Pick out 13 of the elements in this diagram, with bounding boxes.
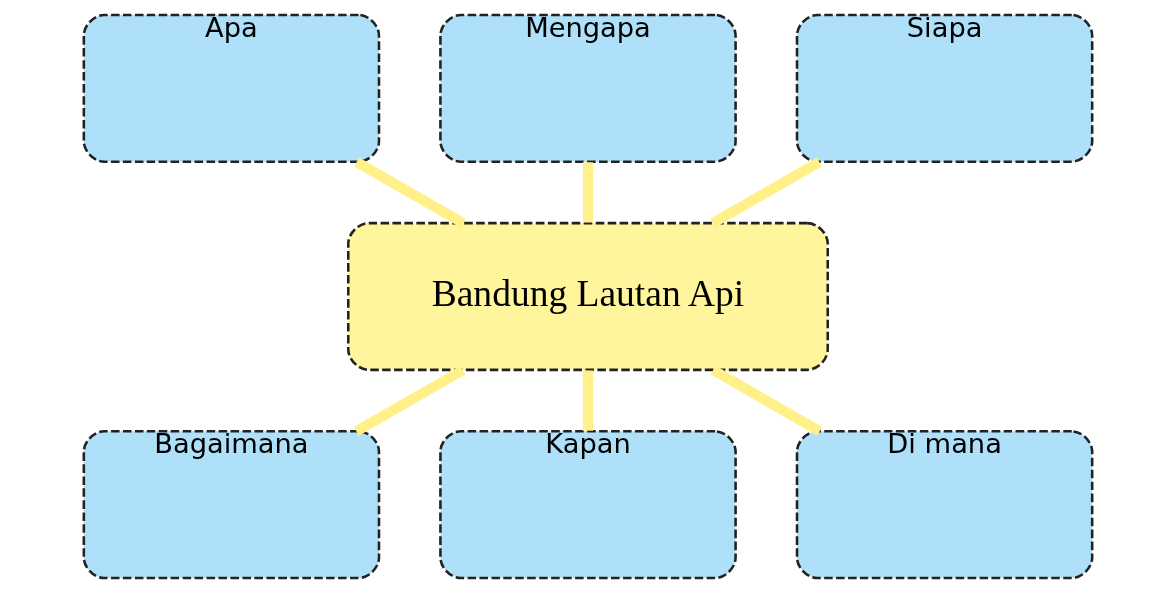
- node-box: Bandung Lautan Api: [347, 221, 829, 372]
- node-box: Di mana: [795, 430, 1094, 580]
- node-box: Kapan: [439, 430, 737, 580]
- connector: [710, 157, 822, 228]
- node-box: Mengapa: [439, 13, 737, 163]
- connector: [354, 157, 466, 228]
- node-box: Apa: [82, 13, 381, 163]
- connector: [582, 370, 594, 431]
- connector: [710, 365, 823, 436]
- connector: [582, 162, 594, 223]
- connector: [353, 365, 466, 436]
- node-box: Bagaimana: [82, 430, 381, 580]
- node-box: Siapa: [795, 13, 1094, 163]
